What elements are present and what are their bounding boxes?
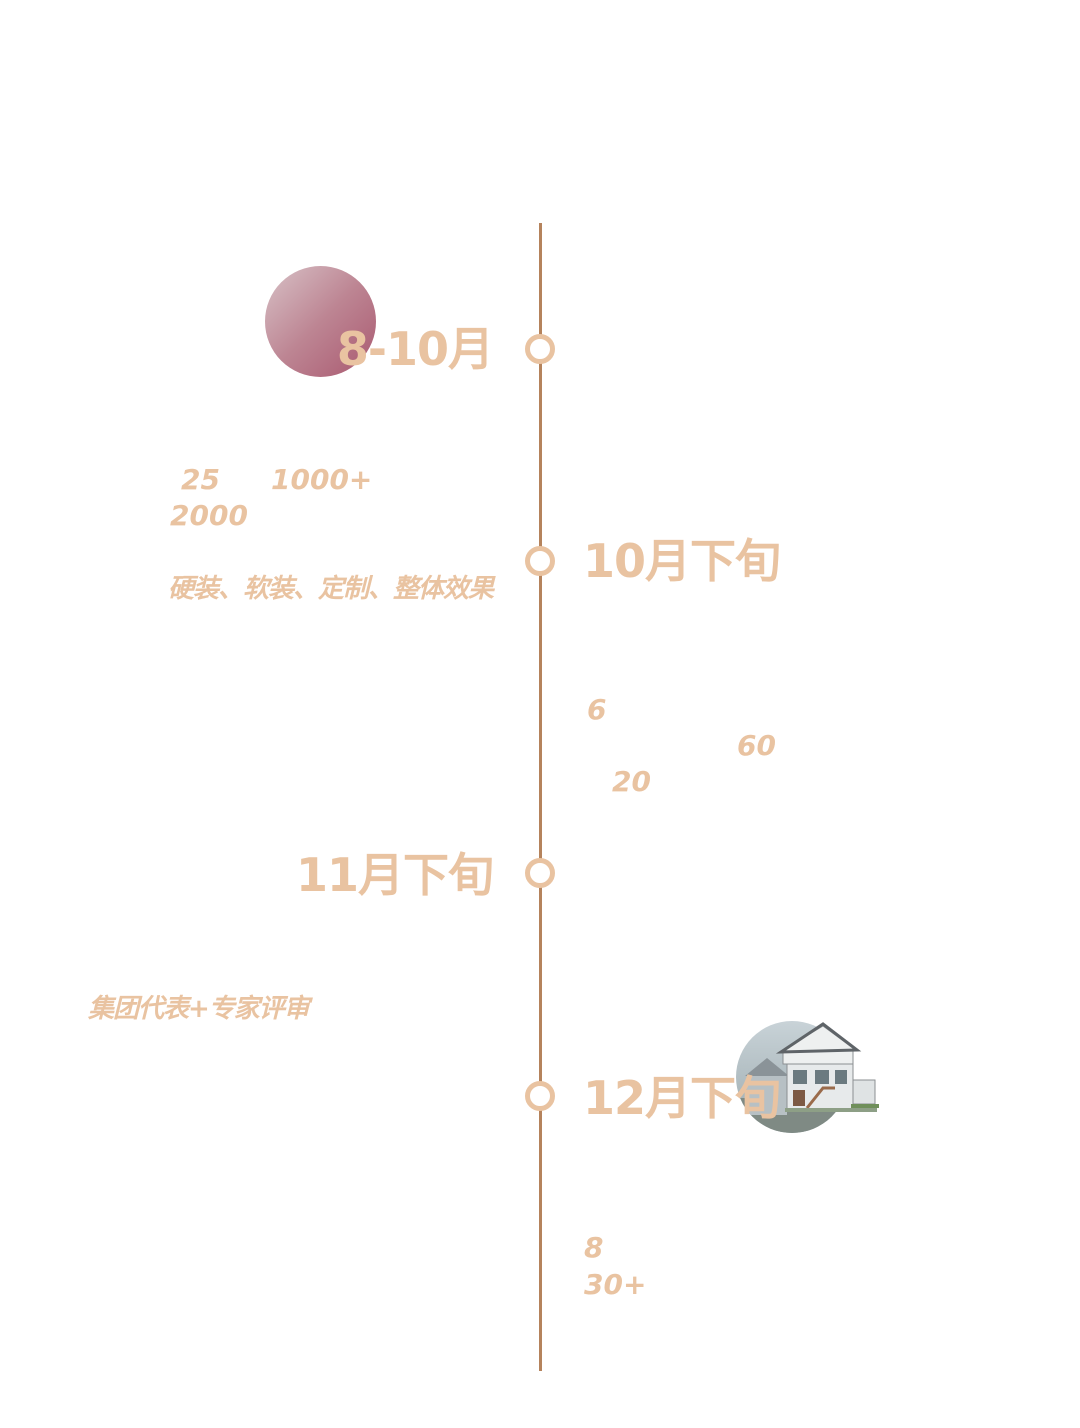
stage1-number-2000: 2000: [170, 499, 248, 532]
timeline-node-3: [525, 858, 555, 888]
timeline-line: [539, 223, 542, 1371]
timeline-date-1: 8-10月: [336, 322, 494, 376]
stage1-number-1000: 1000+: [271, 463, 373, 496]
stage2-number-20: 20: [612, 765, 651, 798]
stage1-categories: 硬装、软装、定制、整体效果: [167, 574, 494, 604]
stage1-number-25: 25: [181, 463, 220, 496]
stage4-number-8: 8: [584, 1231, 604, 1264]
stage2-number-60: 60: [737, 729, 776, 762]
stage2-number-6: 6: [587, 693, 607, 726]
timeline-date-2: 10月下旬: [583, 534, 781, 588]
timeline-date-4: 12月下旬: [583, 1071, 781, 1125]
timeline-node-2: [525, 546, 555, 576]
decorative-circle: [265, 266, 376, 377]
timeline-node-1: [525, 334, 555, 364]
house-icon: [736, 1021, 879, 1133]
timeline-node-4: [525, 1081, 555, 1111]
stage4-number-30: 30+: [584, 1268, 647, 1301]
timeline-date-3: 11月下旬: [295, 848, 494, 902]
stage3-review: 集团代表+专家评审: [88, 994, 310, 1024]
